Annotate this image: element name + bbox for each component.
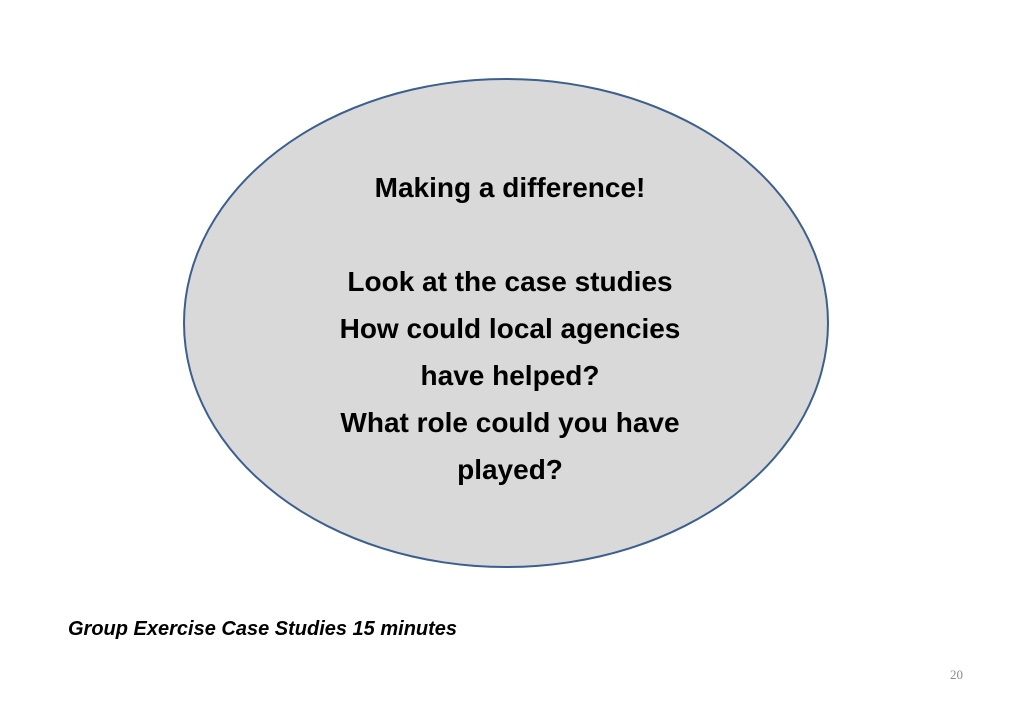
oval-line-3: have helped? — [420, 360, 600, 391]
oval-line-1: Look at the case studies — [347, 266, 673, 297]
exercise-caption: Group Exercise Case Studies 15 minutes — [68, 618, 458, 640]
oval-title: Making a difference! — [374, 172, 646, 203]
page-number: 20 — [950, 667, 963, 682]
oval-text-block: Making a difference! Look at the case st… — [260, 164, 760, 493]
oval-line-5: played? — [457, 454, 563, 485]
callout-oval — [183, 78, 829, 568]
oval-spacer — [260, 211, 760, 258]
oval-line-2: How could local agencies — [339, 313, 681, 344]
oval-line-4: What role could you have — [340, 407, 680, 438]
